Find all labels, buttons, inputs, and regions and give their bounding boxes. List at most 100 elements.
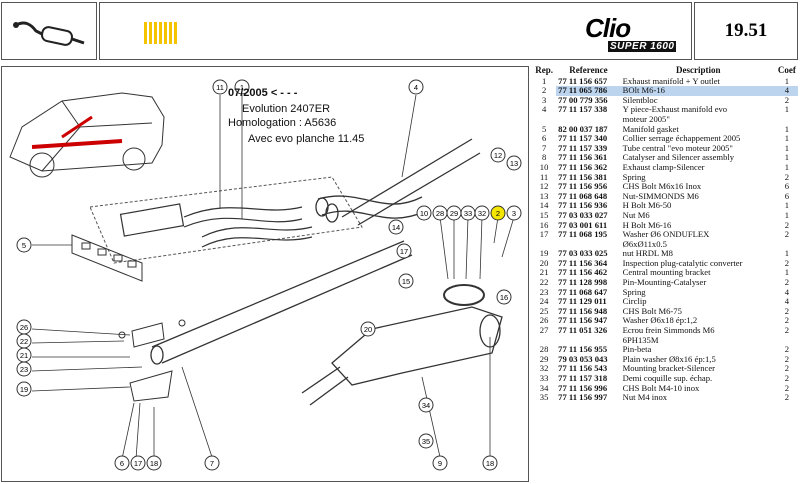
parts-cell-rep: 33 xyxy=(539,373,549,383)
callout-label-17: 17 xyxy=(400,247,408,256)
parts-cell-desc: H Bolt M6-50 xyxy=(622,201,672,211)
parts-cell-coef: 2 xyxy=(784,171,790,182)
parts-cell-coef: 1 xyxy=(784,209,790,220)
callout-circle-12[interactable] xyxy=(490,147,506,163)
parts-cell-ref: 77 03 033 027 xyxy=(558,209,608,220)
callout-circle-4[interactable] xyxy=(408,79,424,95)
parts-cell-coef: 1 xyxy=(784,133,790,144)
parts-cell-coef: 6 xyxy=(784,181,790,192)
parts-cell-coef: 2 xyxy=(784,277,790,288)
callout-circle-19[interactable] xyxy=(16,381,32,397)
callout-circle-13[interactable] xyxy=(506,155,522,171)
parts-cell-rep: 23 xyxy=(539,286,549,297)
parts-cell-ref: 77 11 156 543 xyxy=(558,363,608,374)
callout-circle-35[interactable] xyxy=(418,433,434,449)
callout-label-33: 33 xyxy=(464,209,472,218)
parts-cell-coef: 1 xyxy=(784,142,790,153)
car-illustration xyxy=(9,92,165,178)
leader-lines xyxy=(31,94,515,460)
callout-circle-6[interactable] xyxy=(114,455,130,471)
callout-circle-18[interactable] xyxy=(482,455,498,471)
parts-cell-desc: Demi coquille sup. échap. xyxy=(622,374,713,383)
parts-row[interactable]: moteur 2005" xyxy=(532,115,798,125)
callout-label-4: 4 xyxy=(414,83,418,92)
parts-cell-desc: BOlt M6-16 xyxy=(620,86,776,96)
callout-circle-17[interactable] xyxy=(396,243,412,259)
callout-circle-7[interactable] xyxy=(204,455,220,471)
callout-circle-5[interactable] xyxy=(16,237,32,253)
parts-cell-coef: 4 xyxy=(775,86,798,96)
parts-cell-rep: 6 xyxy=(541,133,547,144)
callout-circle-17[interactable] xyxy=(130,455,146,471)
parts-cell-desc: moteur 2005" xyxy=(622,114,670,124)
parts-cell-coef: 4 xyxy=(784,296,790,307)
parts-cell-ref: 77 11 156 657 xyxy=(558,75,608,86)
callout-circle-14[interactable] xyxy=(388,219,404,235)
parts-cell-rep: 12 xyxy=(539,181,549,192)
parts-cell-coef: 2 xyxy=(784,382,790,393)
brand-stripe xyxy=(154,22,157,44)
callout-label-18: 18 xyxy=(150,459,158,468)
brand-stripe xyxy=(174,22,177,44)
callout-circle-9[interactable] xyxy=(432,455,448,471)
callout-circle-10[interactable] xyxy=(416,205,432,221)
parts-cell-rep: 17 xyxy=(539,229,549,240)
callout-circle-11[interactable] xyxy=(212,79,228,95)
callout-circle-34[interactable] xyxy=(418,397,434,413)
brand-stripe xyxy=(164,22,167,44)
parts-row[interactable]: 6PH135M xyxy=(532,336,798,346)
callout-circle-15[interactable] xyxy=(398,273,414,289)
callout-circle-32[interactable] xyxy=(474,205,490,221)
parts-cell-coef: 2 xyxy=(784,363,790,374)
callout-circle-2[interactable] xyxy=(490,205,506,221)
callout-label-23: 23 xyxy=(20,365,28,374)
callout-label-3: 3 xyxy=(512,209,516,218)
callout-circle-3[interactable] xyxy=(506,205,522,221)
parts-cell-desc: Exhaust clamp-Silencer xyxy=(622,162,705,172)
callout-circle-16[interactable] xyxy=(496,289,512,305)
parts-row[interactable]: Ø6xØ11x0.5 xyxy=(532,240,798,250)
parts-cell-rep: 22 xyxy=(539,277,549,288)
parts-cell-rep: 35 xyxy=(539,392,549,403)
callout-circle-23[interactable] xyxy=(16,361,32,377)
callout-circle-20[interactable] xyxy=(360,321,376,337)
parts-cell-coef: 1 xyxy=(784,161,790,172)
callout-circle-1[interactable] xyxy=(234,79,250,95)
parts-cell-coef: 1 xyxy=(784,248,790,259)
callout-label-17: 17 xyxy=(134,459,142,468)
callout-circle-18[interactable] xyxy=(146,455,162,471)
